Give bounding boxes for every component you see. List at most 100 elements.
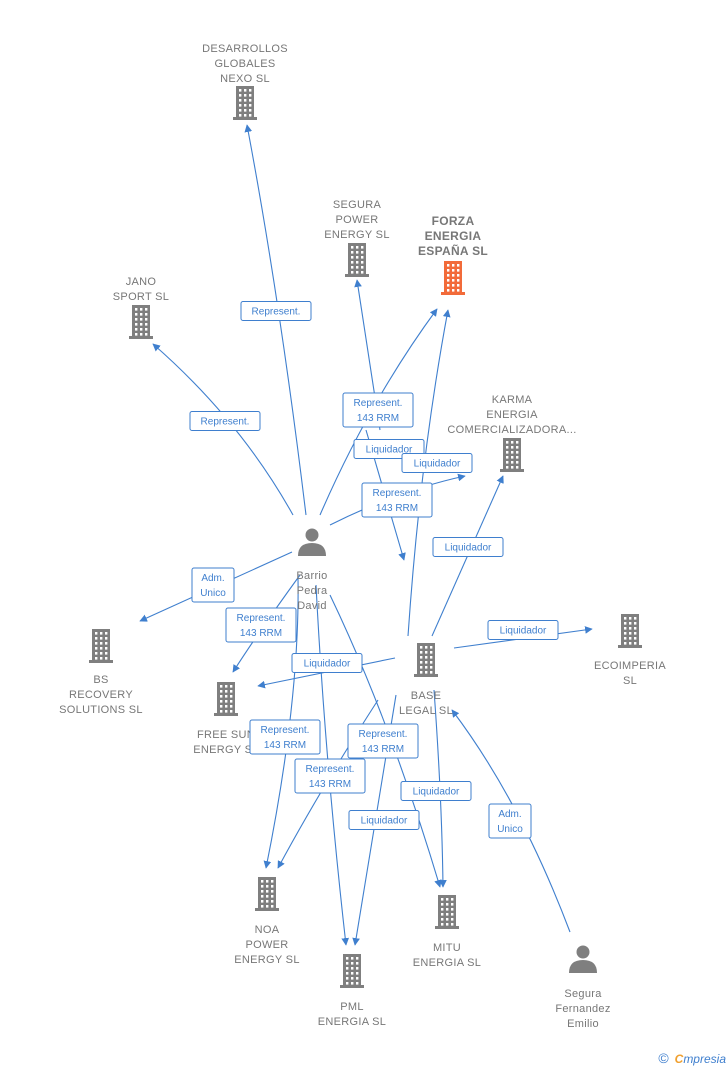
brand-name: mpresia <box>683 1052 726 1066</box>
building-icon <box>500 438 524 472</box>
node-noa[interactable]: NOA POWER ENERGY SL <box>234 877 299 966</box>
edge-label-barrio-to-noa[interactable]: Represent.143 RRM <box>249 719 321 755</box>
edge-label-barrio-to-desarrollos[interactable]: Represent. <box>240 301 312 321</box>
edge-label-barrio-to-segura_power[interactable]: Represent. 143 RRM <box>342 392 414 428</box>
building-icon <box>255 877 279 911</box>
node-base[interactable]: BASE LEGAL SL <box>399 643 453 717</box>
building-icon <box>345 243 369 277</box>
node-karma[interactable]: KARMAENERGIACOMERCIALIZADORA... <box>447 394 576 472</box>
edge-label-base-to-pml[interactable]: Liquidador <box>348 810 420 830</box>
edge-label-box <box>191 567 235 603</box>
node-label: FORZA <box>432 214 475 228</box>
edge-label-base-to-freesun[interactable]: Liquidador <box>291 653 363 673</box>
building-icon <box>129 305 153 339</box>
edge-label-base-to-karma[interactable]: Liquidador <box>432 537 504 557</box>
node-label: NOA <box>255 924 280 936</box>
edge-label-text: Represent. <box>354 398 403 409</box>
node-label: FREE SUN <box>197 729 255 741</box>
edge-label-box <box>189 411 261 431</box>
edge-label-base-to-ecoimperia[interactable]: Liquidador <box>487 620 559 640</box>
node-label: PML <box>340 1001 364 1013</box>
node-label: SPORT SL <box>113 291 169 303</box>
node-label: ENERGIA SL <box>413 957 481 969</box>
edge-label-barrio-to-jano[interactable]: Represent. <box>189 411 261 431</box>
node-freesun[interactable]: FREE SUN ENERGY SL <box>193 682 258 756</box>
node-label: BS <box>93 674 108 686</box>
footer-brand: ©Cmpresia <box>658 1050 726 1066</box>
node-label: SL <box>623 675 637 687</box>
node-label: NEXO SL <box>220 73 270 85</box>
brand-initial: C <box>674 1052 684 1066</box>
node-label: BASE <box>411 690 442 702</box>
edge-label-text: Represent. <box>373 488 422 499</box>
edge-label-box <box>225 607 297 643</box>
edge-label-text: Liquidador <box>304 659 351 670</box>
building-icon <box>214 682 238 716</box>
edge-label-text: 143 RRM <box>309 779 351 790</box>
node-label: Barrio <box>296 570 327 582</box>
edge-label-text: Represent. <box>261 725 310 736</box>
node-label: SEGURA <box>333 199 382 211</box>
edge-label-text: Represent. <box>237 613 286 624</box>
node-label: LEGAL SL <box>399 705 453 717</box>
node-mitu[interactable]: MITU ENERGIA SL <box>413 895 481 969</box>
building-icon <box>414 643 438 677</box>
edge-label-barrio-to-freesun[interactable]: Represent. 143 RRM <box>225 607 297 643</box>
edge-label-box <box>294 758 366 794</box>
node-label: Emilio <box>567 1018 599 1030</box>
node-label: ENERGIA <box>486 409 538 421</box>
edge-label-base-to-mitu[interactable]: Liquidador <box>400 781 472 801</box>
edge-label-text: Liquidador <box>445 543 492 554</box>
edge-label-text: 143 RRM <box>357 413 399 424</box>
node-label: ENERGY SL <box>193 744 258 756</box>
edge-label-text: Represent. <box>201 417 250 428</box>
node-label: SOLUTIONS SL <box>59 704 143 716</box>
node-label: David <box>297 600 327 612</box>
edge-label-text: 143 RRM <box>240 628 282 639</box>
edge-label-text: Represent. <box>306 764 355 775</box>
node-label: ENERGY SL <box>234 954 299 966</box>
edge-label-barrio-to-pml[interactable]: Represent. 143 RRM <box>294 758 366 794</box>
node-label: GLOBALES <box>214 58 275 70</box>
edge-label-box <box>249 719 321 755</box>
building-icon <box>618 614 642 648</box>
node-label: ENERGIA SL <box>318 1016 386 1028</box>
edge-label-text: Adm. <box>498 809 521 820</box>
edge-label-text: Unico <box>200 588 226 599</box>
node-label: POWER <box>245 939 288 951</box>
node-pml[interactable]: PML ENERGIA SL <box>318 954 386 1028</box>
edge-label-barrio-to-bs[interactable]: Adm. Unico <box>191 567 235 603</box>
edge-label-box <box>240 301 312 321</box>
edge-label-box <box>342 392 414 428</box>
edge-label-text: Liquidador <box>413 787 460 798</box>
node-label: ENERGIA <box>425 229 482 243</box>
building-icon <box>441 261 465 295</box>
edge-label-text: Liquidador <box>361 816 408 827</box>
edge-label-box <box>401 453 473 473</box>
edge-label-text: Represent. <box>359 729 408 740</box>
node-jano[interactable]: JANO SPORT SL <box>113 276 169 339</box>
edge-label-box <box>347 723 419 759</box>
node-label: JANO <box>126 276 157 288</box>
edge-label-box <box>291 653 363 673</box>
edge-label-box <box>488 803 532 839</box>
edge-label-text: Unico <box>497 824 523 835</box>
edge-label-barrio-to-karma[interactable]: Represent. 143 RRM <box>361 482 433 518</box>
node-label: Segura <box>564 988 602 1000</box>
edge-label-text: 143 RRM <box>362 744 404 755</box>
edge-label-segura_emilio-to-base[interactable]: Adm. Unico <box>488 803 532 839</box>
edge-label-base-to-forza[interactable]: Liquidador <box>401 453 473 473</box>
node-label: MITU <box>433 942 461 954</box>
edge-barrio-to-noa <box>263 577 299 869</box>
node-label: KARMA <box>492 394 533 406</box>
edge-label-text: 143 RRM <box>376 503 418 514</box>
edge-label-text: Adm. <box>201 573 224 584</box>
edge-label-barrio-to-mitu[interactable]: Represent. 143 RRM <box>347 723 419 759</box>
